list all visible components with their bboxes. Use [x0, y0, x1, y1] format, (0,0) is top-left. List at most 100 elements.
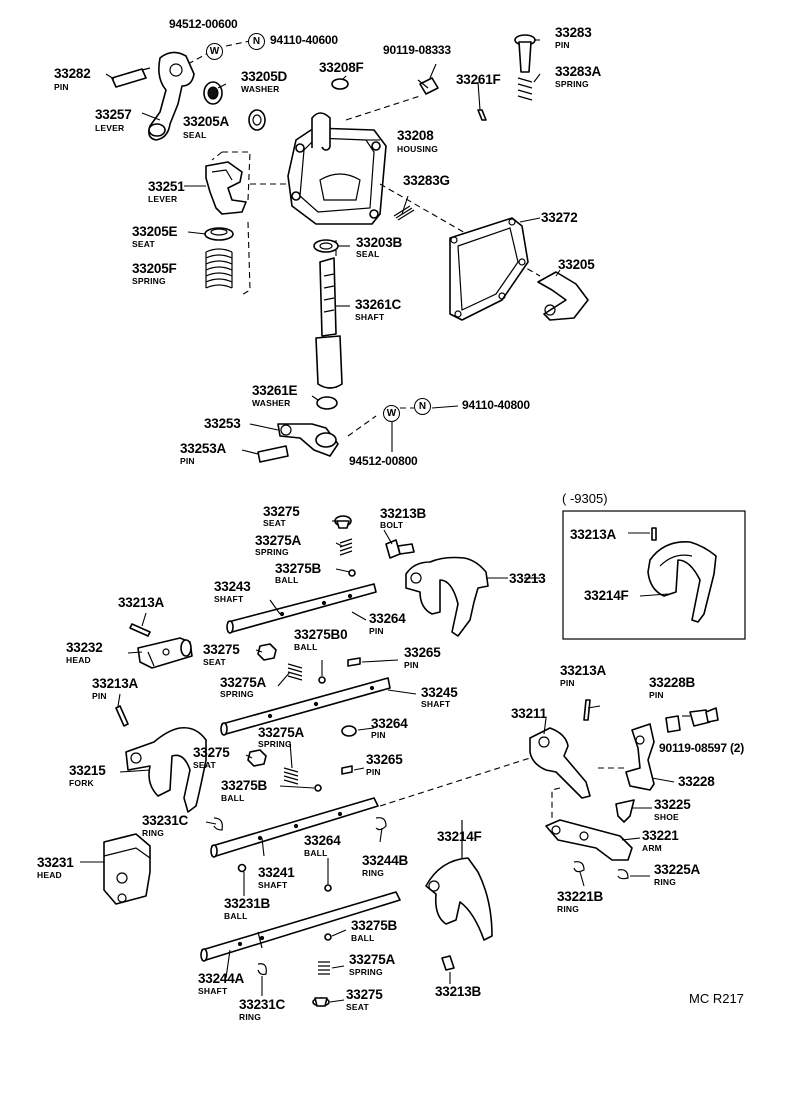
pin-33213A-right-part — [583, 699, 591, 721]
bracket-33228-part — [625, 723, 655, 791]
ref-line-rail — [379, 757, 531, 807]
bolt-90119-08333-part — [417, 77, 439, 95]
label-33275A-lowermid: 33275A — [258, 725, 305, 740]
label-33213B: 33213B — [380, 506, 427, 521]
label-33245: 33245 — [421, 685, 458, 700]
label-33243: 33243 — [214, 579, 251, 594]
label-33231: 33231 — [37, 855, 74, 870]
desc-washer-33261E: WASHER — [252, 398, 291, 408]
label-33208: 33208 — [397, 128, 434, 143]
pin-33282-part — [111, 67, 151, 88]
desc-shaft-33241: SHAFT — [258, 880, 288, 890]
ref-line-94512-00800 — [347, 407, 414, 437]
lever-33205-part — [537, 271, 589, 321]
label-33205: 33205 — [558, 257, 595, 272]
label-33214F-inset: 33214F — [584, 588, 629, 603]
spring-33275A-lowermid-part — [283, 767, 299, 785]
label-33283: 33283 — [555, 25, 592, 40]
pin-33213A-lower-part — [115, 705, 129, 727]
label-33275B: 33275B — [275, 561, 322, 576]
label-33264-mid: 33264 — [371, 716, 408, 731]
shaft-33243-part — [226, 583, 377, 634]
label-33275-lowermid: 33275 — [193, 745, 230, 760]
label-33213A: 33213A — [118, 595, 165, 610]
ring-33231C-upper-part — [213, 817, 223, 831]
bolt-90119-08597-part — [689, 707, 719, 727]
gasket-33272-part — [449, 217, 529, 321]
desc-pin-33213A-lower: PIN — [92, 691, 107, 701]
desc-pin: PIN — [54, 82, 69, 92]
label-94512-00600: 94512-00600 — [169, 17, 238, 31]
desc-ball-33264: BALL — [304, 848, 328, 858]
label-33275B0: 33275B0 — [294, 627, 348, 642]
ball-33275B-mid-part — [314, 784, 322, 792]
label-33213: 33213 — [509, 571, 546, 586]
shaft-33245-part — [220, 677, 391, 736]
label-33205D: 33205D — [241, 69, 288, 84]
inset-title: ( -9305) — [562, 491, 608, 506]
desc-pin-33213A-right: PIN — [560, 678, 575, 688]
label-33282: 33282 — [54, 66, 91, 81]
label-33211: 33211 — [511, 706, 547, 721]
bolt-33213B-top-part — [385, 539, 415, 559]
inset-box — [562, 510, 746, 640]
label-33213A-lower: 33213A — [92, 676, 139, 691]
desc-pin-33264-mid: PIN — [371, 730, 386, 740]
pin-33213A-left-part — [129, 623, 151, 637]
desc-ball-33275B0: BALL — [294, 642, 318, 652]
pin-33228B-part — [665, 715, 681, 733]
desc-spring-33275A-lowermid: SPRING — [258, 739, 292, 749]
lower-leaders — [80, 520, 690, 1003]
label-94512-00800: 94512-00800 — [349, 454, 418, 468]
label-33241: 33241 — [258, 865, 295, 880]
seal-33203B-part — [313, 239, 339, 253]
head-33231-part — [103, 833, 151, 905]
desc-shaft-33244A: SHAFT — [198, 986, 228, 996]
ball-33275B0-part — [318, 676, 326, 684]
label-33228B: 33228B — [649, 675, 696, 690]
head-33232-part — [137, 637, 193, 669]
desc-spring-33283A: SPRING — [555, 79, 589, 89]
washer-33261E-part — [316, 396, 338, 410]
label-33221: 33221 — [642, 828, 679, 843]
pin-33283-part — [514, 34, 536, 73]
label-33275A-mid: 33275A — [220, 675, 267, 690]
label-33283G: 33283G — [403, 173, 450, 188]
spring-33205F-part — [205, 248, 233, 289]
spring-33283A-part — [517, 77, 533, 101]
desc-spring-33205F: SPRING — [132, 276, 166, 286]
label-33261C: 33261C — [355, 297, 402, 312]
pin-33264-mid-part — [341, 725, 357, 737]
label-33283A: 33283A — [555, 64, 602, 79]
ref-line-housing-top — [345, 95, 421, 121]
ring-33244B-part — [375, 817, 387, 831]
desc-head-33231: HEAD — [37, 870, 62, 880]
label-33272: 33272 — [541, 210, 578, 225]
label-33203B: 33203B — [356, 235, 403, 250]
ring-33225A-part — [617, 869, 629, 880]
upper-leaders — [105, 39, 561, 455]
label-33275: 33275 — [263, 504, 300, 519]
desc-lever: LEVER — [95, 123, 125, 133]
desc-shoe: SHOE — [654, 812, 679, 822]
label-33232: 33232 — [66, 640, 103, 655]
bolt-33213B-lower-part — [441, 955, 455, 971]
label-33244B: 33244B — [362, 853, 409, 868]
label-33231B: 33231B — [224, 896, 271, 911]
ring-33231C-lower-part — [257, 963, 267, 976]
nut-n-icon: N — [414, 398, 431, 415]
desc-shaft: SHAFT — [355, 312, 385, 322]
arm-33253-part — [277, 423, 339, 457]
label-33213A-right: 33213A — [560, 663, 607, 678]
fork-33213-part — [405, 556, 489, 637]
shaft-33261C-part — [315, 257, 343, 389]
label-94110-40800: 94110-40800 — [462, 398, 530, 412]
ref-line-spring — [239, 221, 251, 297]
desc-head: HEAD — [66, 655, 91, 665]
label-33225A: 33225A — [654, 862, 701, 877]
desc-lever-33251: LEVER — [148, 194, 178, 204]
label-33265-lower: 33265 — [366, 752, 403, 767]
seal-33205A-part — [248, 109, 266, 131]
label-33221B: 33221B — [557, 889, 604, 904]
washer-33205D-part — [203, 81, 223, 105]
